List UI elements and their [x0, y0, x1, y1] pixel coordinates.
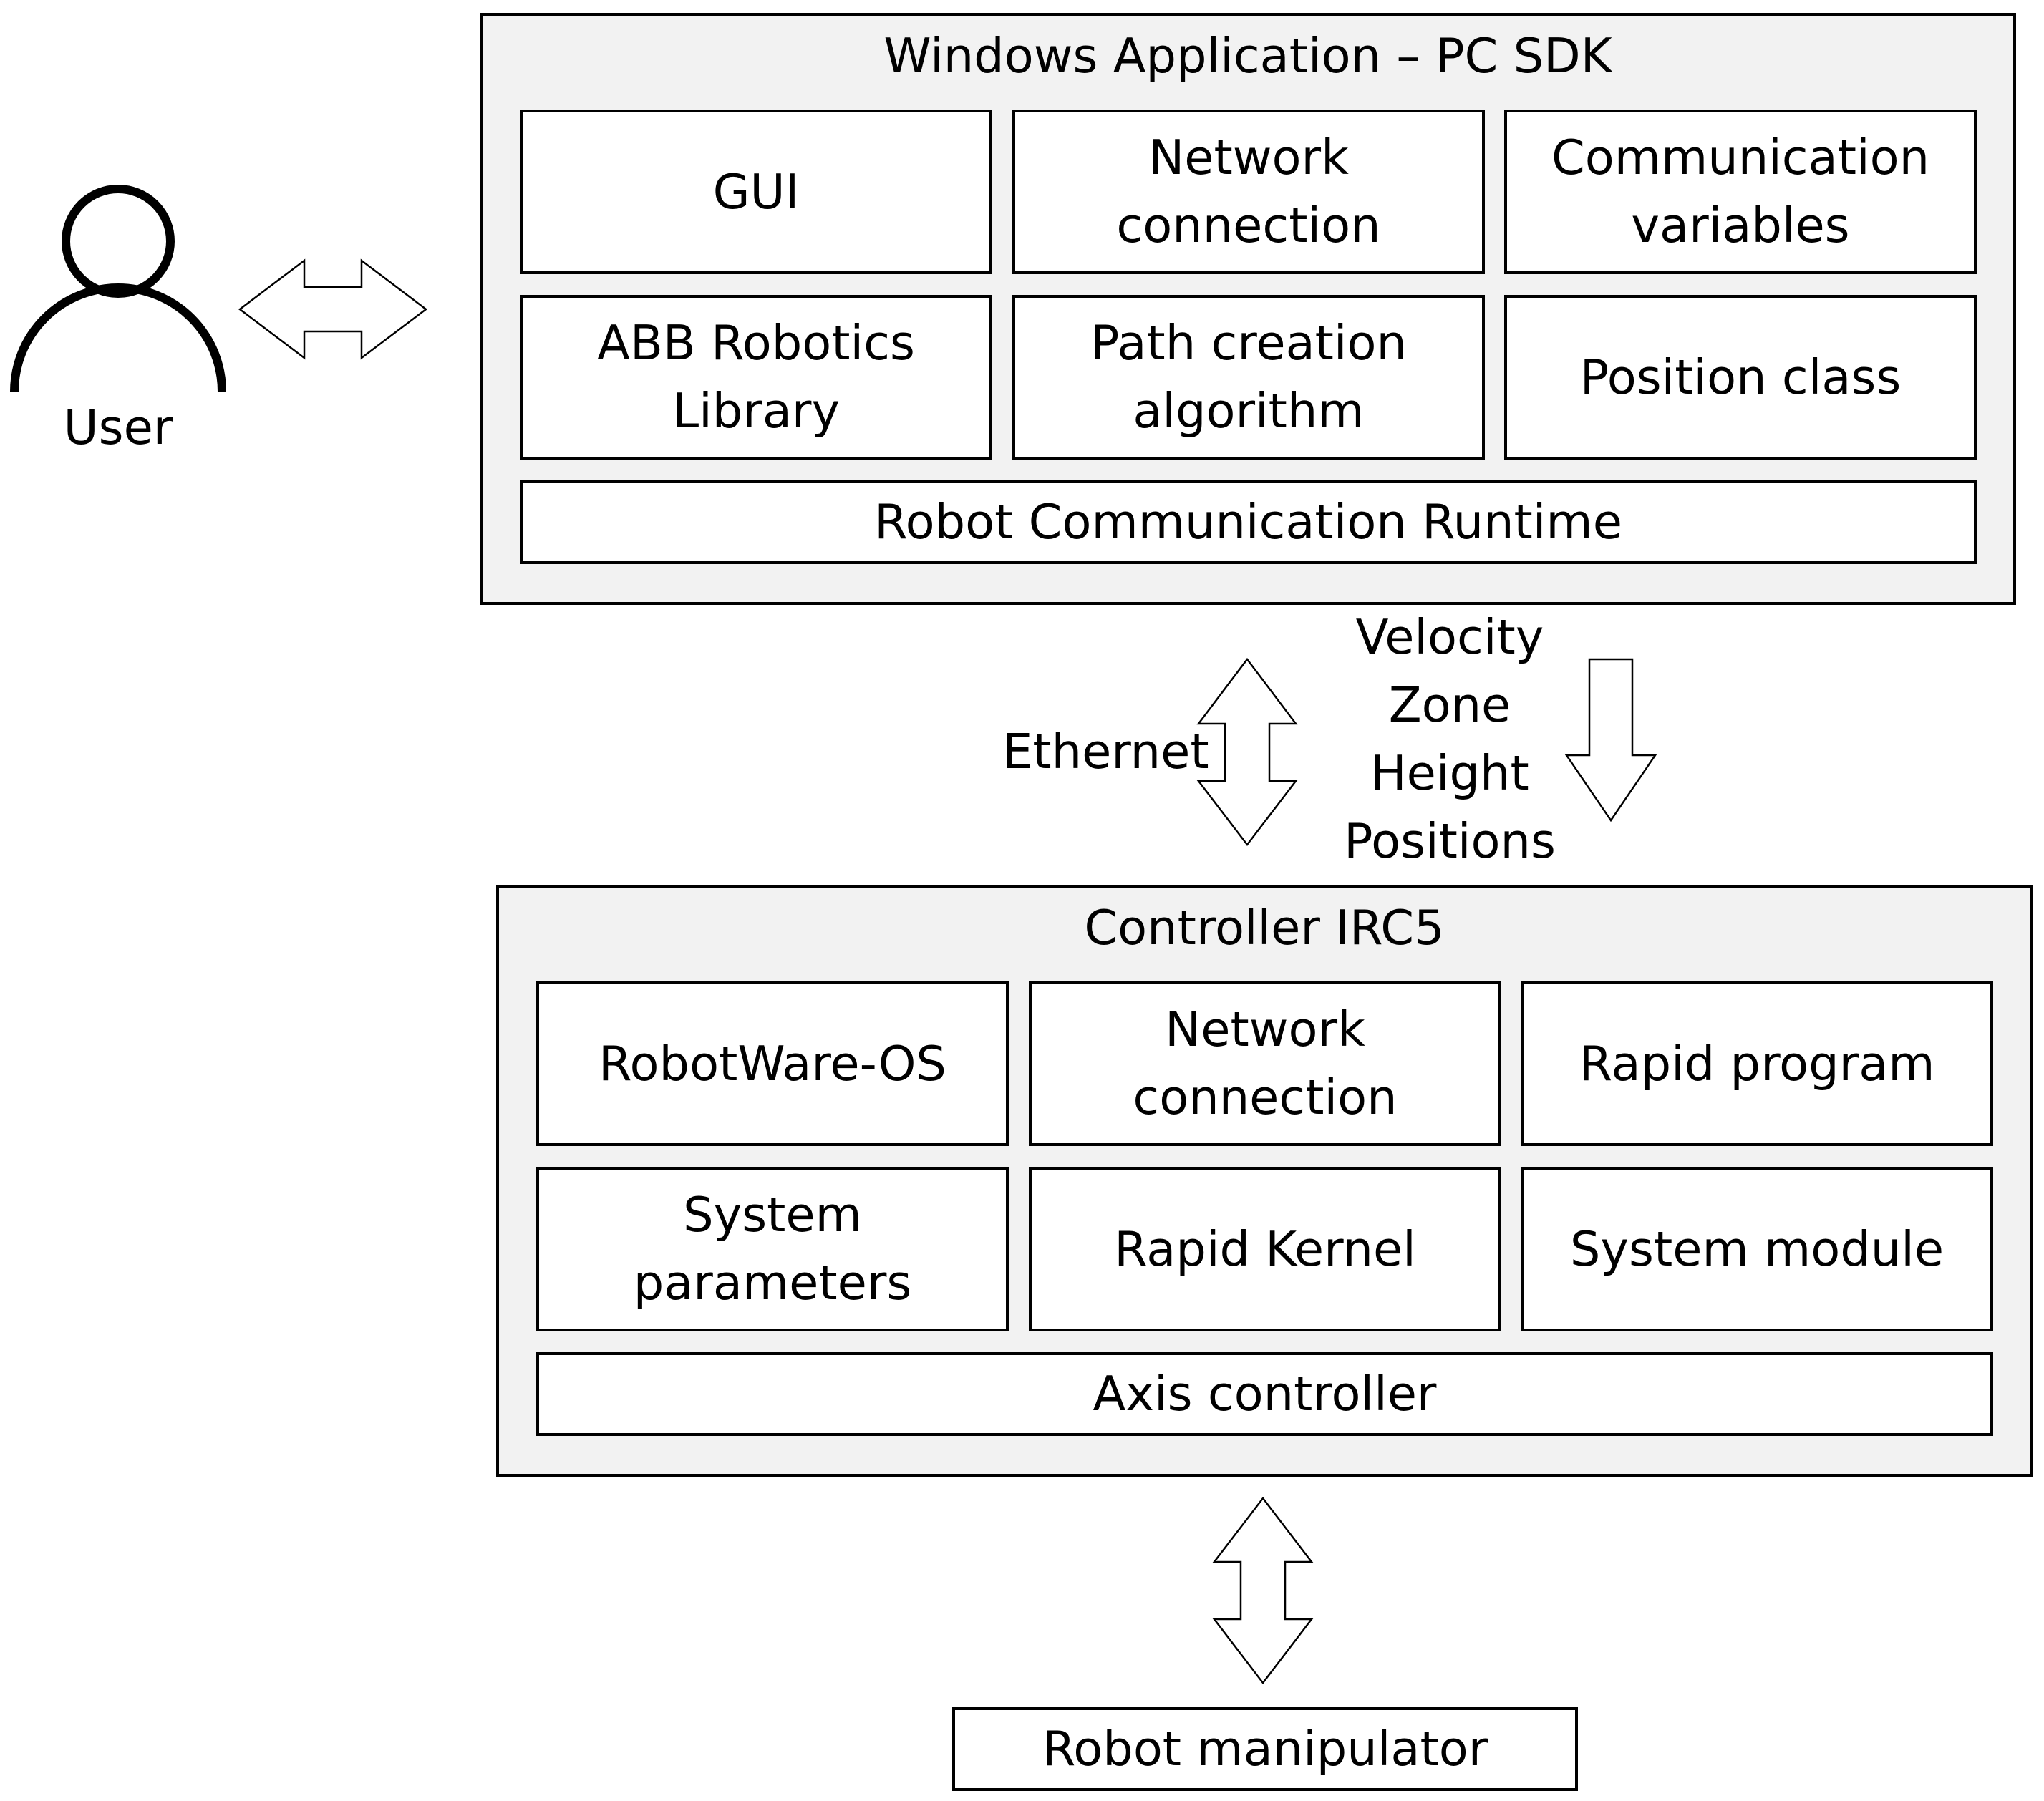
controller-robot-double-arrow	[1212, 1496, 1314, 1685]
data-label-positions: Positions	[1344, 813, 1556, 869]
module-robot-communication-runtime: Robot Communication Runtime	[520, 480, 1977, 564]
module-communication-variables: Communication variables	[1504, 110, 1977, 274]
module-controller-network-connection: Network connection	[1029, 981, 1501, 1146]
module-position-class: Position class	[1504, 295, 1977, 460]
data-label-zone: Zone	[1388, 677, 1511, 733]
data-label-height: Height	[1370, 745, 1529, 801]
module-network-connection: Network connection	[1012, 110, 1485, 274]
windows-app-title: Windows Application – PC SDK	[883, 28, 1612, 84]
module-system-parameters: System parameters	[536, 1167, 1009, 1331]
ethernet-label: Ethernet	[1002, 724, 1209, 780]
controller-title: Controller IRC5	[1084, 900, 1445, 956]
module-abb-robotics-library: ABB Robotics Library	[520, 295, 992, 460]
module-axis-controller: Axis controller	[536, 1352, 1993, 1436]
module-system-module: System module	[1521, 1167, 1993, 1331]
module-rapid-kernel: Rapid Kernel	[1029, 1167, 1501, 1331]
user-icon	[10, 185, 226, 392]
data-down-arrow	[1564, 658, 1657, 822]
ethernet-double-arrow	[1196, 657, 1298, 847]
robot-manipulator-box: Robot manipulator	[952, 1707, 1578, 1791]
user-label: User	[63, 399, 173, 455]
module-gui: GUI	[520, 110, 992, 274]
module-rapid-program: Rapid program	[1521, 981, 1993, 1146]
module-path-creation-algorithm: Path creation algorithm	[1012, 295, 1485, 460]
module-robotware-os: RobotWare-OS	[536, 981, 1009, 1146]
data-label-velocity: Velocity	[1355, 609, 1544, 665]
user-app-double-arrow	[238, 258, 428, 360]
